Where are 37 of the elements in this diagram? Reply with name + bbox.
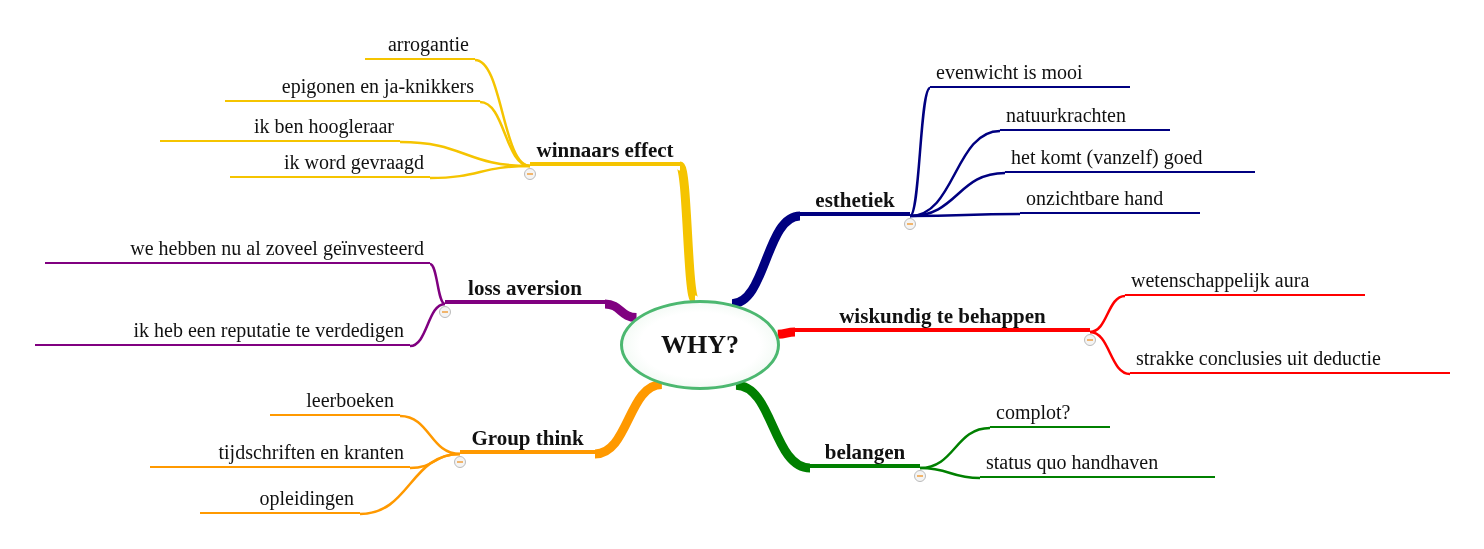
branch-line: [909, 129, 1001, 218]
subtopic-label: natuurkrachten: [1000, 103, 1170, 131]
subtopic-label: het komt (vanzelf) goed: [1005, 145, 1255, 173]
branch-line: [1089, 330, 1131, 376]
branch-line: [359, 452, 461, 516]
subtopic-label: wetenschappelijk aura: [1125, 268, 1365, 296]
central-topic-ellipse: WHY?: [620, 300, 780, 390]
branch-line: [777, 327, 796, 339]
subtopic-label: arrogantie: [365, 32, 475, 60]
subtopic-label: epigonen en ja-knikkers: [225, 74, 480, 102]
branch-line: [479, 100, 531, 168]
subtopic-label: ik heb een reputatie te verdedigen: [35, 318, 410, 346]
branch-topic: wiskundig te behappen: [795, 304, 1090, 332]
branch-line: [429, 263, 446, 305]
subtopic-label: evenwicht is mooi: [930, 60, 1130, 88]
branch-topic: esthetiek: [800, 188, 910, 216]
branch-line: [604, 299, 637, 323]
subtopic-label: leerboeken: [270, 388, 400, 416]
subtopic-label: we hebben nu al zoveel geïnvesteerd: [45, 236, 430, 264]
subtopic-label: strakke conclusies uit deductie: [1130, 346, 1450, 374]
branch-line: [919, 466, 981, 480]
branch-topic: winnaars effect: [530, 138, 680, 166]
branch-topic: belangen: [810, 440, 920, 468]
branch-line: [1089, 294, 1126, 334]
subtopic-label: ik ben hoogleraar: [160, 114, 400, 142]
branch-topic: loss aversion: [445, 276, 605, 304]
branch-line: [909, 87, 931, 217]
subtopic-label: status quo handhaven: [980, 450, 1215, 478]
branch-line: [429, 164, 531, 180]
subtopic-label: onzichtbare hand: [1020, 186, 1200, 214]
subtopic-label: tijdschriften en kranten: [150, 440, 410, 468]
branch-line: [910, 212, 1020, 218]
subtopic-label: ik word gevraagd: [230, 150, 430, 178]
branch-topic: Group think: [460, 426, 595, 454]
subtopic-label: complot?: [990, 400, 1110, 428]
branch-line: [409, 302, 446, 348]
subtopic-label: opleidingen: [200, 486, 360, 514]
